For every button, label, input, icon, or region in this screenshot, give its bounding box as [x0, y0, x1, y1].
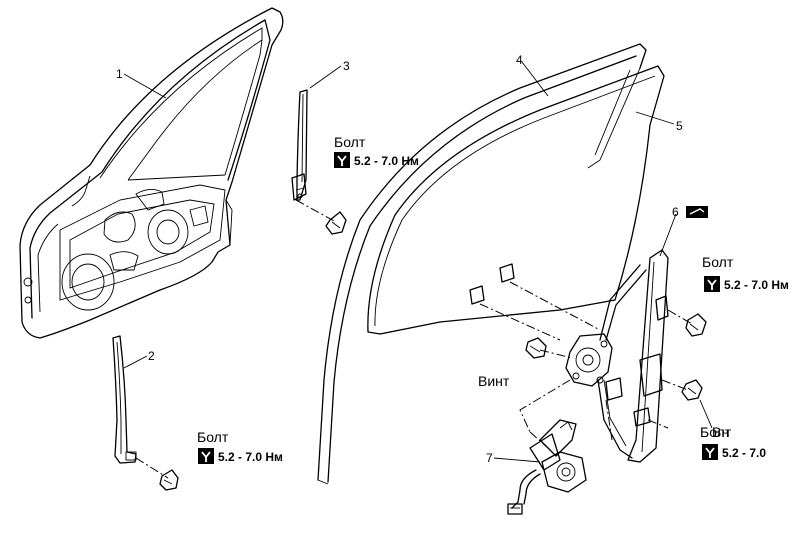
label-screw-overlap: Вн — [712, 424, 729, 440]
front-lower-sash — [291, 89, 308, 201]
callout-2: 2 — [148, 349, 155, 363]
callout-6: 6 — [672, 205, 679, 219]
window-regulator — [565, 249, 669, 463]
torque-wrench-icon — [198, 448, 214, 464]
label-screw: Винт — [478, 373, 510, 389]
glass-run-channel — [317, 43, 647, 485]
callout-7: 7 — [486, 451, 493, 465]
torque-wrench-icon — [702, 444, 718, 460]
callout-4: 4 — [516, 53, 523, 67]
torque-wrench-icon — [334, 152, 350, 168]
callout-5: 5 — [676, 119, 683, 133]
torque-regulator-lower: 5.2 - 7.0 — [722, 446, 766, 460]
torque-wrench-icon — [704, 276, 720, 292]
torque-regulator-upper: 5.2 - 7.0 Нм — [724, 278, 789, 292]
door-glass — [367, 65, 665, 335]
leader-lines — [123, 61, 713, 463]
door-panel — [19, 7, 284, 339]
window-regulator-motor — [507, 419, 587, 515]
callout-1: 1 — [116, 67, 123, 81]
rear-lower-sash — [112, 335, 137, 464]
label-bolt-front-sash: Болт — [334, 134, 366, 150]
bolt-regulator-lower — [681, 379, 703, 401]
bolt-regulator-upper — [685, 313, 707, 337]
label-bolt-regulator-lower: Болт — [700, 424, 732, 440]
torque-rear-sash: 5.2 - 7.0 Нм — [218, 450, 283, 464]
torque-front-sash: 5.2 - 7.0 Нм — [354, 154, 419, 168]
bolt-front-sash — [325, 211, 347, 235]
assembly-lines — [135, 199, 693, 479]
label-bolt-rear-sash: Болт — [197, 429, 229, 445]
label-bolt-regulator-upper: Болт — [702, 254, 734, 270]
screw-glass — [525, 337, 547, 359]
bolt-rear-sash — [159, 469, 179, 491]
grease-icon — [686, 206, 708, 218]
callout-3: 3 — [343, 59, 350, 73]
